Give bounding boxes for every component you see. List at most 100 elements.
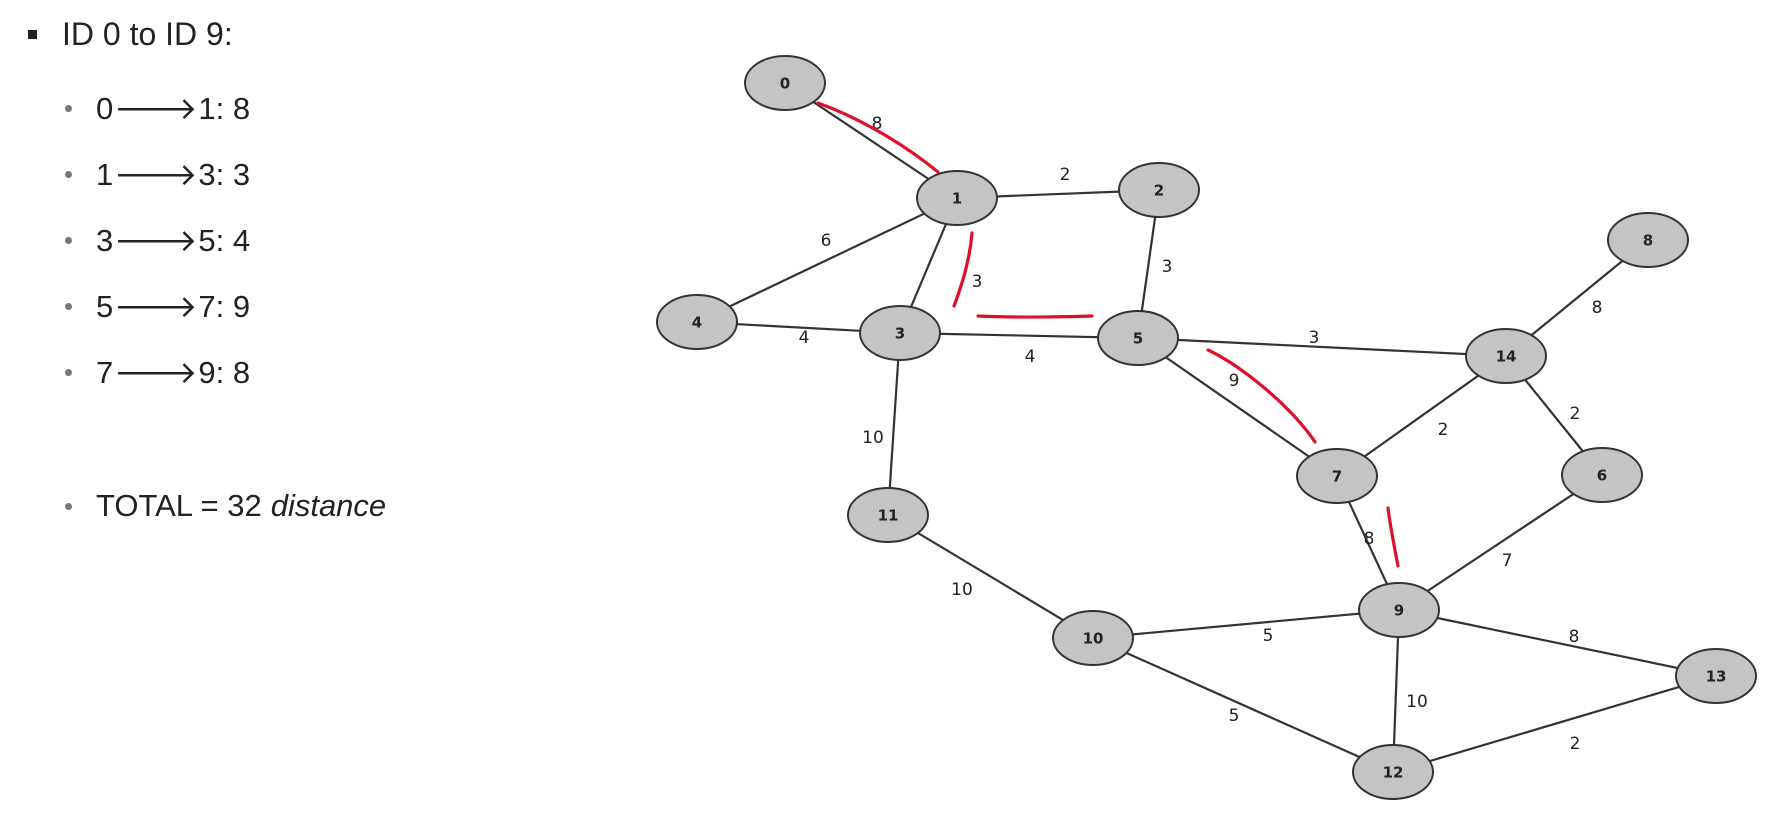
edge-10-9 xyxy=(1092,608,1400,640)
node-label: 4 xyxy=(692,314,702,332)
path-highlight-mark xyxy=(1206,348,1317,444)
step-weight: 8 xyxy=(232,354,251,390)
node-label: 5 xyxy=(1133,330,1143,348)
step-item: 1🡒3: 3 xyxy=(65,156,250,193)
step-from: 1 xyxy=(96,156,114,192)
node-0: 0 xyxy=(744,55,826,111)
node-13: 13 xyxy=(1675,648,1757,704)
node-3: 3 xyxy=(859,305,941,361)
step-item: 7🡒9: 8 xyxy=(65,354,250,391)
node-label: 0 xyxy=(780,75,790,93)
step-from: 7 xyxy=(96,354,114,390)
node-6: 6 xyxy=(1561,447,1643,503)
edge-1-4 xyxy=(696,197,958,323)
total-unit: distance xyxy=(270,488,387,523)
path-highlight-mark xyxy=(952,231,974,308)
edge-weight-label: 7 xyxy=(1502,551,1513,571)
bullet-icon xyxy=(65,171,72,178)
path-summary: ID 0 to ID 9: 0🡒1: 8 1🡒3: 3 3🡒5: 4 5🡒7: … xyxy=(0,0,600,820)
step-from: 0 xyxy=(96,90,114,126)
node-label: 3 xyxy=(895,325,905,343)
node-label: 14 xyxy=(1496,348,1517,366)
step-item: 5🡒7: 9 xyxy=(65,288,250,325)
bullet-icon xyxy=(65,105,72,112)
step-from: 5 xyxy=(96,288,114,324)
node-1: 1 xyxy=(916,170,998,226)
arrow-icon: 🡒 xyxy=(114,355,198,390)
step-to: 1 xyxy=(198,90,216,126)
path-highlight-mark xyxy=(976,314,1094,319)
edge-weight-label: 10 xyxy=(951,580,973,600)
edge-weight-label: 4 xyxy=(1025,347,1036,367)
step-from: 3 xyxy=(96,222,114,258)
node-label: 13 xyxy=(1706,668,1727,686)
step-colon: : xyxy=(215,90,233,126)
arrow-icon: 🡒 xyxy=(114,223,198,258)
edge-weight-label: 3 xyxy=(1162,257,1173,277)
step-weight: 9 xyxy=(232,288,251,324)
node-label: 12 xyxy=(1383,764,1404,782)
step-weight: 4 xyxy=(232,222,251,258)
edge-weight-label: 3 xyxy=(972,272,983,292)
edge-11-10 xyxy=(887,514,1094,639)
total-line: TOTAL = 32 distance xyxy=(65,488,386,524)
edge-weight-label: 5 xyxy=(1263,626,1274,646)
total-label: TOTAL = 32 xyxy=(96,488,262,523)
node-11: 11 xyxy=(847,487,929,543)
step-weight: 3 xyxy=(232,156,251,192)
node-label: 2 xyxy=(1154,182,1164,200)
node-label: 6 xyxy=(1597,467,1607,485)
edge-weight-label: 9 xyxy=(1229,371,1240,391)
node-7: 7 xyxy=(1296,448,1378,504)
node-label: 11 xyxy=(878,507,899,525)
step-to: 3 xyxy=(198,156,216,192)
edge-weight-label: 8 xyxy=(1364,529,1375,549)
path-heading: ID 0 to ID 9: xyxy=(28,16,233,53)
node-8: 8 xyxy=(1607,212,1689,268)
node-label: 1 xyxy=(952,190,962,208)
edge-weight-label: 3 xyxy=(1309,328,1320,348)
step-item: 0🡒1: 8 xyxy=(65,90,250,127)
path-highlight-mark xyxy=(816,101,940,174)
edge-weight-label: 5 xyxy=(1229,706,1240,726)
heading-text: ID 0 to ID 9: xyxy=(62,16,233,52)
highlight-marks-layer xyxy=(816,101,1400,568)
edge-weight-label: 2 xyxy=(1570,734,1581,754)
node-12: 12 xyxy=(1352,744,1434,800)
edge-weight-label: 2 xyxy=(1438,420,1449,440)
arrow-icon: 🡒 xyxy=(114,289,198,324)
step-item: 3🡒5: 4 xyxy=(65,222,250,259)
step-colon: : xyxy=(215,156,233,192)
arrow-icon: 🡒 xyxy=(114,157,198,192)
edge-weight-label: 10 xyxy=(1406,692,1428,712)
node-9: 9 xyxy=(1358,582,1440,638)
square-bullet-icon xyxy=(28,30,37,39)
edge-weight-label: 8 xyxy=(1592,298,1603,318)
step-colon: : xyxy=(215,288,233,324)
edge-weight-label: 8 xyxy=(872,114,883,134)
edge-weight-label: 10 xyxy=(862,428,884,448)
node-label: 9 xyxy=(1394,602,1404,620)
edges-layer xyxy=(696,82,1717,774)
bullet-icon xyxy=(65,303,72,310)
step-colon: : xyxy=(215,354,233,390)
bullet-icon xyxy=(65,237,72,244)
edge-12-13 xyxy=(1392,674,1717,774)
edge-weight-label: 2 xyxy=(1060,165,1071,185)
node-5: 5 xyxy=(1097,310,1179,366)
path-highlight-mark xyxy=(1386,506,1400,568)
edge-weight-label: 2 xyxy=(1570,404,1581,424)
edge-5-14 xyxy=(1137,336,1507,358)
edge-3-11 xyxy=(886,332,902,516)
step-colon: : xyxy=(215,222,233,258)
step-to: 5 xyxy=(198,222,216,258)
node-label: 7 xyxy=(1332,468,1342,486)
arrow-icon: 🡒 xyxy=(114,91,198,126)
step-to: 9 xyxy=(198,354,216,390)
node-label: 10 xyxy=(1083,630,1104,648)
step-weight: 8 xyxy=(232,90,251,126)
edge-weight-label: 4 xyxy=(799,328,810,348)
